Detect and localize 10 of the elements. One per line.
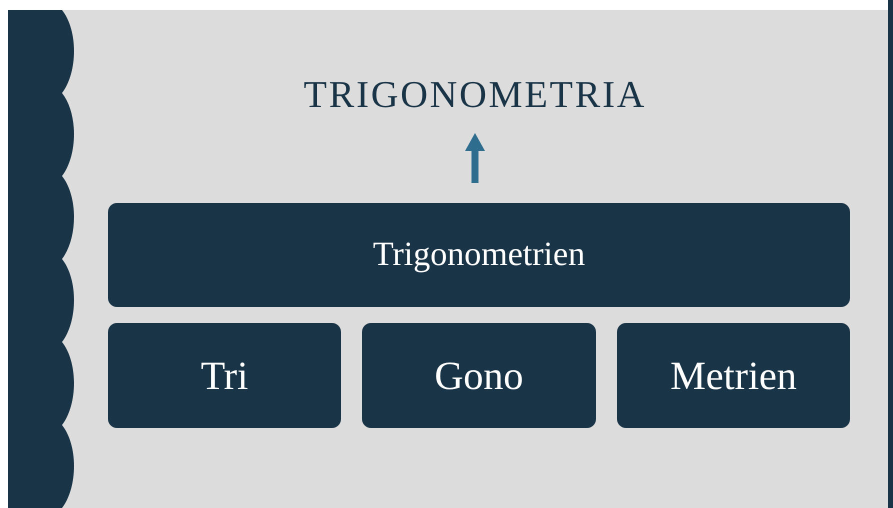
term-label: Metrien xyxy=(670,352,797,399)
term-box xyxy=(362,323,596,428)
title-text: TRIGONOMETRIA xyxy=(304,73,646,117)
term-box xyxy=(108,323,341,428)
term-box xyxy=(617,323,850,428)
term-label: Trigonometrien xyxy=(372,236,586,274)
term-box xyxy=(108,203,850,307)
arrow xyxy=(465,133,485,183)
term-label: Gono xyxy=(434,352,524,399)
term-label: Tri xyxy=(200,352,248,399)
